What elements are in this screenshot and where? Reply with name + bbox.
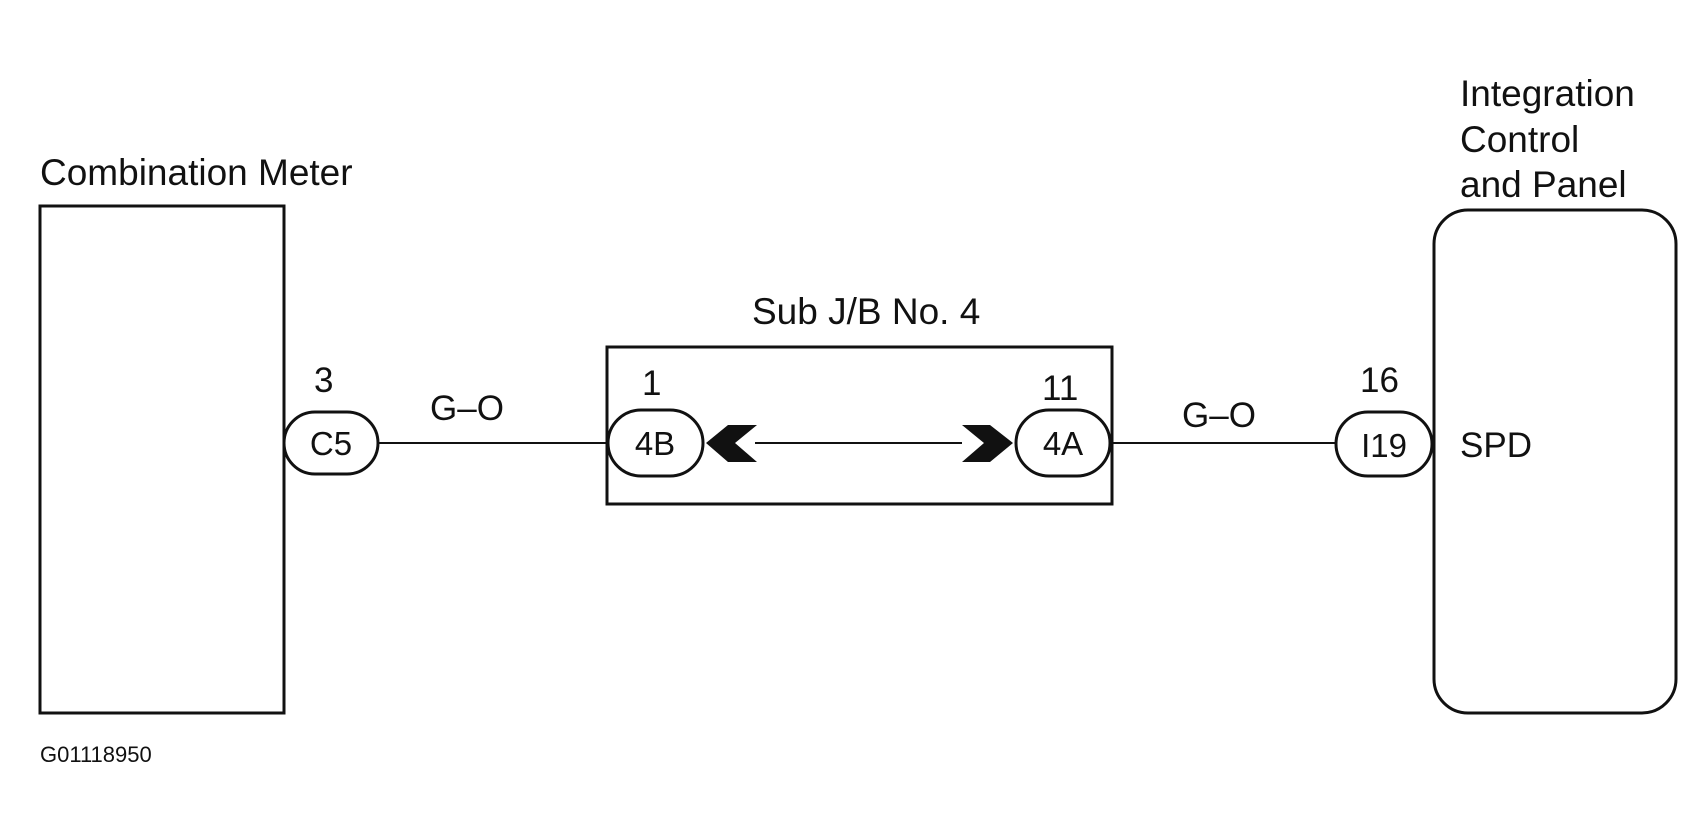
connector-4a-oval	[1014, 408, 1112, 478]
connector-4a-pin: 11	[1042, 369, 1078, 408]
wire-right-color: G–O	[1182, 396, 1256, 435]
integration-control-label-line-3: and Panel	[1460, 164, 1627, 205]
figure-id: G01118950	[40, 742, 152, 767]
connector-c5-code: C5	[310, 425, 352, 462]
junction-box-frame	[605, 345, 1114, 506]
connector-i19: 16 I19	[1334, 361, 1434, 478]
integration-control-panel: Integration Control and Panel SPD	[1432, 73, 1678, 715]
connector-c5: 3 C5	[282, 361, 380, 476]
combination-meter: Combination Meter	[38, 152, 353, 715]
connector-i19-oval	[1334, 410, 1434, 478]
junction-box: Sub J/B No. 4 1 4B 11 4A	[605, 291, 1114, 506]
connector-i19-code: I19	[1361, 427, 1407, 464]
connector-4a-code: 4A	[1043, 425, 1083, 462]
integration-control-box	[1432, 208, 1678, 715]
spd-terminal-label: SPD	[1460, 426, 1532, 465]
connector-4b-oval	[606, 408, 705, 478]
connector-4b-pin: 1	[642, 364, 661, 403]
combination-meter-label: Combination Meter	[40, 152, 353, 193]
connector-i19-pin: 16	[1360, 361, 1399, 400]
connector-c5-oval	[282, 410, 380, 476]
connector-c5-pin: 3	[314, 361, 333, 400]
integration-control-label-line-2: Control	[1460, 119, 1579, 160]
combination-meter-box	[38, 204, 286, 715]
integration-control-label-line-1: Integration	[1460, 73, 1635, 114]
connector-4b-arrow-icon	[706, 425, 757, 462]
connector-4a-arrow-icon	[962, 425, 1013, 462]
wire-left-color: G–O	[430, 389, 504, 428]
connector-4b-code: 4B	[635, 425, 675, 462]
junction-box-label: Sub J/B No. 4	[752, 291, 980, 332]
